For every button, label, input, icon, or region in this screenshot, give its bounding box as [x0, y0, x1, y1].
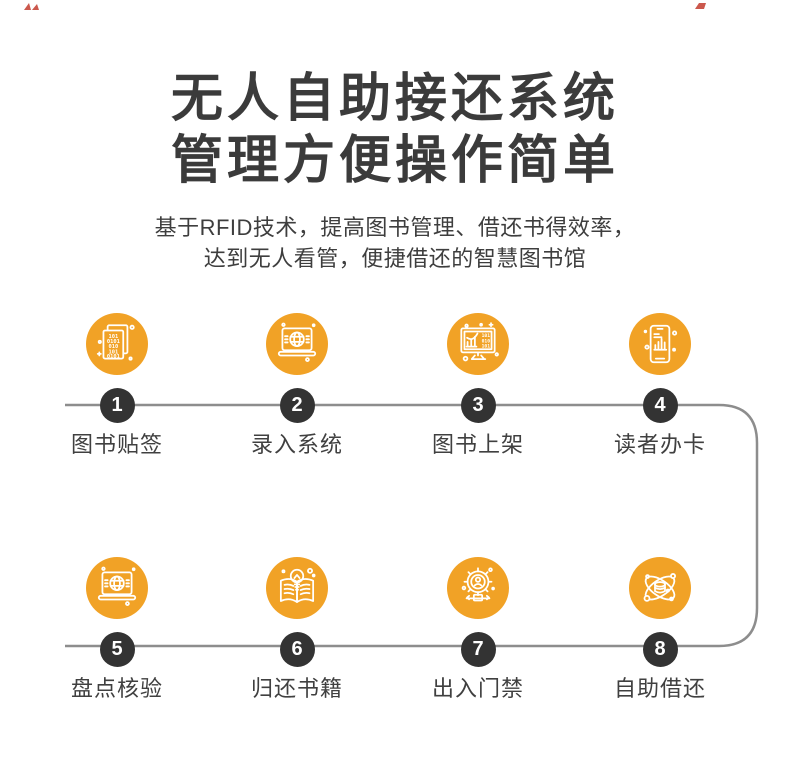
step-number-badge: 5 — [99, 632, 135, 667]
step-label: 录入系统 — [250, 432, 343, 457]
step-label: 图书贴签 — [70, 432, 163, 457]
step-6: 6 归还书籍 — [207, 557, 387, 703]
svg-text:0101: 0101 — [107, 339, 120, 345]
title-line-1: 无人自助接还系统 — [170, 70, 619, 128]
binary-document-icon: 101 0101 010 101 0101 — [86, 313, 148, 375]
svg-text:101: 101 — [108, 349, 118, 355]
monitor-chart-icon: 101 010 101 — [447, 313, 509, 375]
subtitle-line-2: 达到无人看管，便捷借还的智慧图书馆 — [203, 246, 587, 271]
laptop-globe-icon — [86, 557, 148, 619]
corner-mark-left-icon — [24, 3, 39, 10]
step-number-badge: 1 — [99, 388, 135, 423]
laptop-globe-icon — [266, 313, 328, 375]
step-label: 盘点核验 — [70, 676, 163, 701]
phone-chart-icon — [629, 313, 691, 375]
step-number-badge: 2 — [279, 388, 315, 423]
svg-text:101: 101 — [482, 344, 491, 350]
step-number-badge: 4 — [642, 388, 678, 423]
step-label: 出入门禁 — [431, 676, 524, 701]
subtitle-line-1: 基于RFID技术，提高图书管理、借还书得效率， — [154, 215, 636, 240]
svg-text:010: 010 — [482, 338, 491, 344]
svg-text:0101: 0101 — [107, 354, 120, 360]
step-8: 8 自助借还 — [570, 557, 750, 703]
step-number-badge: 6 — [279, 632, 315, 667]
step-label: 读者办卡 — [613, 432, 706, 457]
step-number-badge: 3 — [460, 388, 496, 423]
step-label: 自助借还 — [613, 676, 706, 701]
book-lightbulb-icon — [266, 557, 328, 619]
svg-text:010: 010 — [108, 344, 118, 350]
svg-text:101: 101 — [108, 334, 118, 340]
step-3: 101 010 101 3 图书上架 — [388, 313, 568, 459]
page-title: 无人自助接还系统 管理方便操作简单 — [0, 68, 790, 192]
step-7: 7 出入门禁 — [388, 557, 568, 703]
step-1: 101 0101 010 101 0101 1 图书贴签 — [27, 313, 207, 459]
step-number-badge: 7 — [460, 632, 496, 667]
atom-orbit-icon — [629, 557, 691, 619]
title-line-2: 管理方便操作简单 — [170, 132, 619, 190]
svg-text:101: 101 — [482, 333, 491, 339]
gear-person-icon — [447, 557, 509, 619]
step-number-badge: 8 — [642, 632, 678, 667]
step-label: 图书上架 — [431, 432, 524, 457]
corner-mark-right-icon — [695, 3, 706, 9]
step-4: 4 读者办卡 — [570, 313, 750, 459]
step-5: 5 盘点核验 — [27, 557, 207, 703]
step-label: 归还书籍 — [250, 676, 343, 701]
step-2: 2 录入系统 — [207, 313, 387, 459]
page-subtitle: 基于RFID技术，提高图书管理、借还书得效率， 达到无人看管，便捷借还的智慧图书… — [0, 212, 790, 274]
